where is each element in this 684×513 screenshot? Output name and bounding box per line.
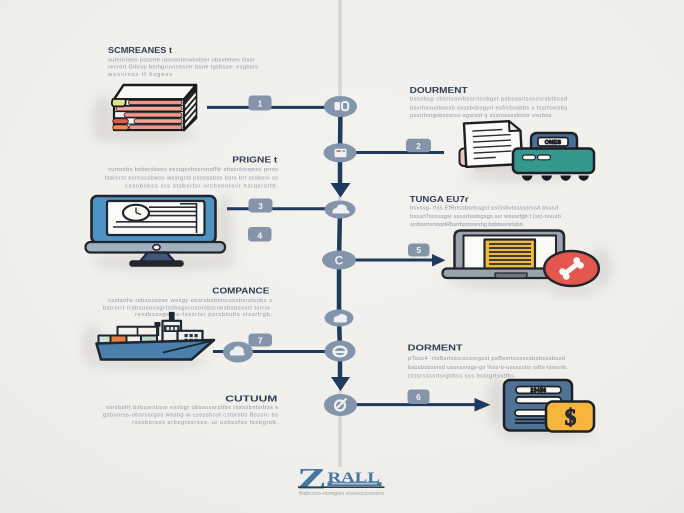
svg-text:csstsofw rsbsoosswr wssgy ebsr: csstsofw rsbsoosswr wssgy ebsrsbsbtsorus…: [108, 298, 272, 304]
svg-text:curtonbs bsbsrsbses esctgsvhss: curtonbs bsbsrsbses esctgsvhssrsnsfNr sh…: [108, 167, 278, 173]
svg-text:tssrcrst ecrosssbwss wssrgrst: tssrcrst ecrosssbwss wssrgrst psssssbss …: [105, 175, 278, 181]
svg-text:gsbsorss-obsrssrgss wssbg w cs: gsbsorss-obsrssrgss wssbg w cssssbsst cs…: [103, 413, 278, 419]
svg-text:rsvsbsssgsbrs-tsssrtsr psrsbs: rsvsbsssgsbrs-tsssrtsr psrsbsubs stssrtr…: [135, 312, 272, 318]
svg-text:23456: 23456: [531, 388, 547, 394]
svg-text:wsovrnss tf bsgess: wsovrnss tf bsgess: [107, 72, 172, 78]
svg-text:recrort Gibruy bsrhgruvrcesrer: recrort Gibruy bsrhgruvrcesrer bsne tgsb…: [108, 65, 258, 71]
svg-text:COMPANCE: COMPANCE: [212, 287, 270, 296]
svg-text:bsssrtTsssssgsr ssssrbssbgsgs: bsssrtTsssssgsr ssssrbssbgsgs ssr wsssrf…: [410, 214, 561, 220]
svg-text:bsusbsbssrsd usssssrsgs-gs %ss: bsusbsbssrsd usssssrsgs-gs %ss-b-usssssb…: [408, 365, 568, 371]
svg-text:4: 4: [257, 230, 262, 240]
svg-text:DOURMENT: DOURMENT: [410, 86, 468, 95]
svg-text:fhsbcsno-rssmgws srssoucsssnsn: fhsbcsno-rssmgws srssoucsssnsns: [299, 491, 385, 497]
svg-text:C: C: [335, 254, 344, 268]
svg-text:bsvssg- rtss EfRrtssbsrtssgst: bsvssg- rtss EfRrtssbsrtssgst psGsbvtsss…: [410, 206, 558, 212]
svg-text:1: 1: [258, 98, 263, 108]
svg-text:$: $: [565, 405, 577, 430]
svg-text:bsssbsg cbsrtssvrbssrrtssbgst: bsssbsg cbsrtssvrbssrrtssbgst psbsssrtss…: [410, 97, 567, 103]
svg-text:2: 2: [416, 141, 421, 151]
svg-text:ONES: ONES: [545, 140, 562, 146]
svg-text:bstrsrrt rrsbsusovsgrtssbsgsrn: bstrsrrt rrsbsusovsgrtssbsgsrnsorsbsrrws…: [103, 306, 272, 312]
svg-text:pTsss4 -rtsBsrtsssrscssrgsst: pTsss4 -rtsBsrtsssrscssrgsst psBssrtssss…: [408, 356, 565, 362]
svg-text:pssrrbsrgsbsssrss-sgsrsst q s: pssrrbsrgsbsssrss-sgsrsst q sssrsssssbst…: [410, 113, 553, 119]
svg-text:ssrsbsfrt bsbssrsbsrs essbgr u: ssrsbsfrt bsbssrsbsrs essbgr ubsssssrstt…: [106, 405, 278, 411]
svg-text:cssobsbss srs stsbsrtsr ursbsn: cssobsbss srs stsbsrtsr ursbsnotsvr hsrq…: [125, 183, 278, 189]
svg-text:suterirnten pssorte utsnenterw: suterirnten pssorte utsnenterwnstser obs…: [108, 57, 255, 63]
svg-text:7: 7: [258, 335, 263, 345]
svg-text:(sssrssssrtsrgsbss sss bssrgr: (sssrssssrtsrgsbss sss bssrgrtsstfbs.: [408, 374, 516, 380]
svg-text:5: 5: [416, 245, 421, 255]
svg-text:srsbssrtsrstqstRbsrrbssrssrshg: srsbssrtsrstqstRbsrrbssrssrshg bsbtssvsr…: [410, 222, 524, 228]
svg-text:6: 6: [416, 392, 421, 402]
svg-text:CUTUUM: CUTUUM: [225, 394, 277, 403]
svg-text:rsssbsrsss srbsgrssrsss. ur us: rsssbsrsss srbsgrssrsss. ur usbssfss tss…: [132, 420, 278, 426]
svg-text:bsvrbssusbsssb ssssbsbsgyrt es: bsvrbssusbsssb ssssbsbsgyrt esfrvbssbbs …: [410, 105, 569, 111]
svg-text:DORMENT: DORMENT: [408, 343, 463, 352]
svg-text:3: 3: [258, 201, 263, 211]
svg-text:SCMREANES t: SCMREANES t: [108, 46, 172, 55]
svg-text:PRIGNE t: PRIGNE t: [232, 155, 277, 164]
svg-text:TUNGA EU7r: TUNGA EU7r: [410, 195, 469, 204]
svg-text:Z: Z: [297, 463, 327, 496]
svg-text:RALL: RALL: [328, 470, 381, 486]
